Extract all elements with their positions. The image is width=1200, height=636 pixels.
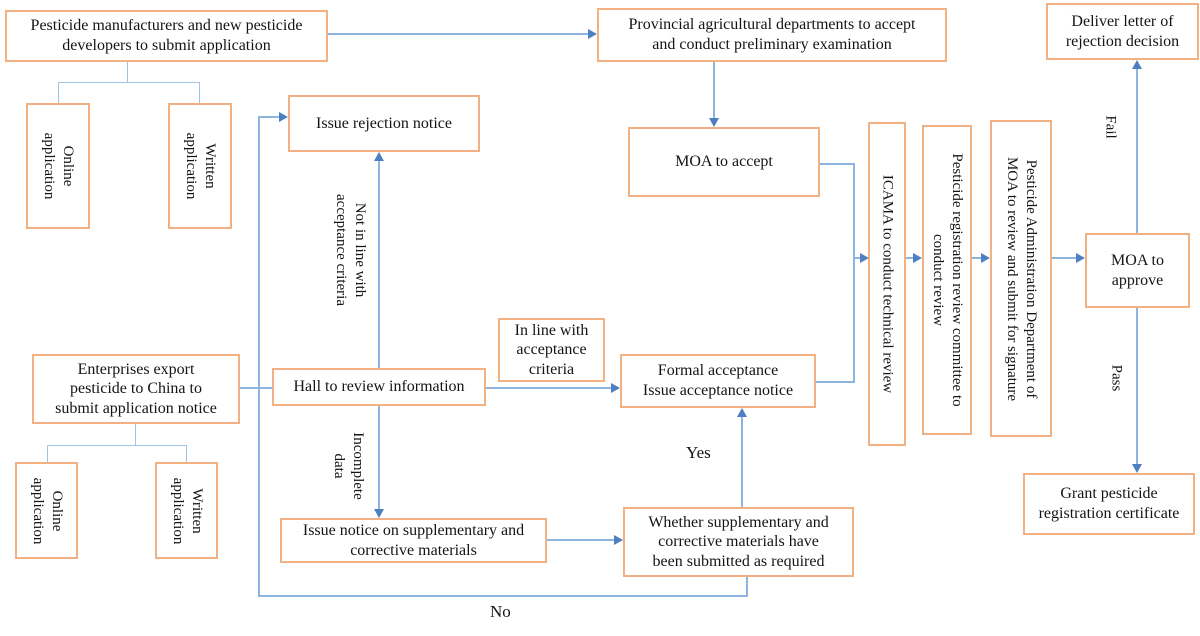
edge-enterprises-tree-bar	[47, 445, 187, 446]
node-enterprises-export: Enterprises export pesticide to China to…	[32, 354, 240, 424]
node-issue-rejection-notice: Issue rejection notice	[288, 95, 480, 152]
edge-enterprises-written2-line	[186, 445, 187, 462]
edge-enterprises-online2-line	[47, 445, 48, 462]
edge-no-loop-drop-line	[746, 577, 748, 597]
node-written-application-1: Written application	[168, 103, 232, 229]
edge-hall-rejection-arrowhead-icon	[374, 152, 384, 161]
node-online-application-1: Online application	[26, 103, 90, 229]
edge-label-fail-text: Fail	[1102, 115, 1119, 139]
edge-no-loop-bottom-line	[258, 595, 748, 597]
node-online-application-1-label: Online application	[41, 132, 76, 200]
edge-label-incomplete-data: Incomplete data	[308, 418, 388, 514]
edge-hall-formal-arrowhead-icon	[611, 383, 620, 393]
edge-issuenotice-whether-arrowhead-icon	[614, 535, 623, 545]
node-online-application-2-label: Online application	[29, 477, 65, 544]
node-icama-technical-review-label: ICAMA to conduct technical review	[879, 174, 896, 394]
edge-hall-formal-line	[486, 387, 612, 389]
edge-elbow-icama-line	[853, 257, 861, 259]
node-written-application-2-label: Written application	[169, 477, 205, 544]
node-hall-review-information: Hall to review information	[272, 368, 486, 406]
node-icama-technical-review: ICAMA to conduct technical review	[868, 122, 906, 446]
node-in-line-with-acceptance-criteria: In line with acceptance criteria	[498, 318, 605, 382]
edge-label-no: No	[490, 602, 511, 621]
node-moa-to-approve: MOA to approve	[1085, 233, 1190, 308]
edge-enterprises-hall-line	[240, 387, 272, 389]
edge-formal-elbow-bottom-line	[816, 381, 855, 383]
edge-provincial-moaaccept-arrowhead-icon	[709, 118, 719, 127]
edge-pm-tree-stem	[127, 62, 128, 83]
edge-committee-pad-line	[972, 257, 982, 259]
node-deliver-rejection-letter: Deliver letter of rejection decision	[1046, 3, 1199, 60]
edge-committee-pad-arrowhead-icon	[981, 253, 990, 263]
edge-pm-provincial-line	[328, 33, 589, 35]
node-written-application-1-label: Written application	[183, 132, 218, 200]
edge-hall-rejection-line	[378, 161, 380, 368]
edge-label-not-in-line-text: Not in line with acceptance criteria	[333, 194, 368, 306]
edge-whether-formal-arrowhead-icon	[737, 408, 747, 417]
edge-moaapprove-grant-arrowhead-icon	[1132, 464, 1142, 473]
edge-no-loop-arrowhead-icon	[279, 112, 288, 122]
node-issue-notice-supplementary: Issue notice on supplementary and correc…	[280, 518, 547, 563]
node-whether-materials-submitted: Whether supplementary and corrective mat…	[623, 507, 854, 577]
edge-moaapprove-deliver-arrowhead-icon	[1132, 60, 1142, 69]
edge-moaapprove-grant-line	[1136, 308, 1138, 465]
node-pesticide-administration-department: Pesticide Administration Department of M…	[990, 120, 1052, 437]
edge-icama-committee-arrowhead-icon	[913, 253, 922, 263]
edge-provincial-moaaccept-line	[713, 62, 715, 119]
edge-pad-moaapprove-line	[1052, 257, 1077, 259]
edge-no-loop-left-line	[258, 117, 260, 597]
edge-pad-moaapprove-arrowhead-icon	[1076, 253, 1085, 263]
edge-label-fail: Fail	[1090, 103, 1130, 151]
edge-pm-provincial-arrowhead-icon	[588, 29, 597, 39]
node-written-application-2: Written application	[155, 462, 218, 559]
node-provincial-departments: Provincial agricultural departments to a…	[597, 8, 947, 62]
node-registration-review-committee-label: Pesticide registration review committee …	[930, 153, 965, 407]
edge-label-incomplete-data-text: Incomplete data	[331, 432, 366, 500]
edge-hall-issuenotice-line	[378, 406, 380, 509]
edge-elbow-icama-arrowhead-icon	[860, 253, 869, 263]
edge-elbow-vertical-line	[853, 163, 855, 383]
node-registration-review-committee: Pesticide registration review committee …	[922, 125, 972, 435]
edge-pm-tree-bar	[58, 82, 200, 83]
node-pesticide-manufacturers: Pesticide manufacturers and new pesticid…	[5, 10, 328, 62]
edge-label-yes: Yes	[686, 443, 711, 462]
edge-pm-written1-line	[199, 82, 200, 103]
node-moa-to-accept: MOA to accept	[628, 127, 820, 197]
edge-issuenotice-whether-line	[547, 539, 614, 541]
edge-icama-committee-line	[906, 257, 914, 259]
edge-hall-issuenotice-arrowhead-icon	[374, 509, 384, 518]
node-online-application-2: Online application	[15, 462, 78, 559]
edge-enterprises-tree-stem	[135, 424, 136, 446]
edge-pm-online1-line	[58, 82, 59, 103]
edge-moaapprove-deliver-line	[1136, 68, 1138, 233]
edge-moaaccept-elbow-top-line	[820, 163, 855, 165]
node-formal-acceptance: Formal acceptance Issue acceptance notic…	[620, 354, 816, 408]
node-grant-registration-certificate: Grant pesticide registration certificate	[1023, 473, 1195, 535]
edge-whether-formal-line	[741, 417, 743, 507]
node-pesticide-administration-department-label: Pesticide Administration Department of M…	[1004, 156, 1039, 401]
edge-label-pass-text: Pass	[1108, 364, 1125, 392]
edge-label-pass: Pass	[1096, 352, 1136, 404]
edge-no-loop-top-line	[258, 116, 280, 118]
